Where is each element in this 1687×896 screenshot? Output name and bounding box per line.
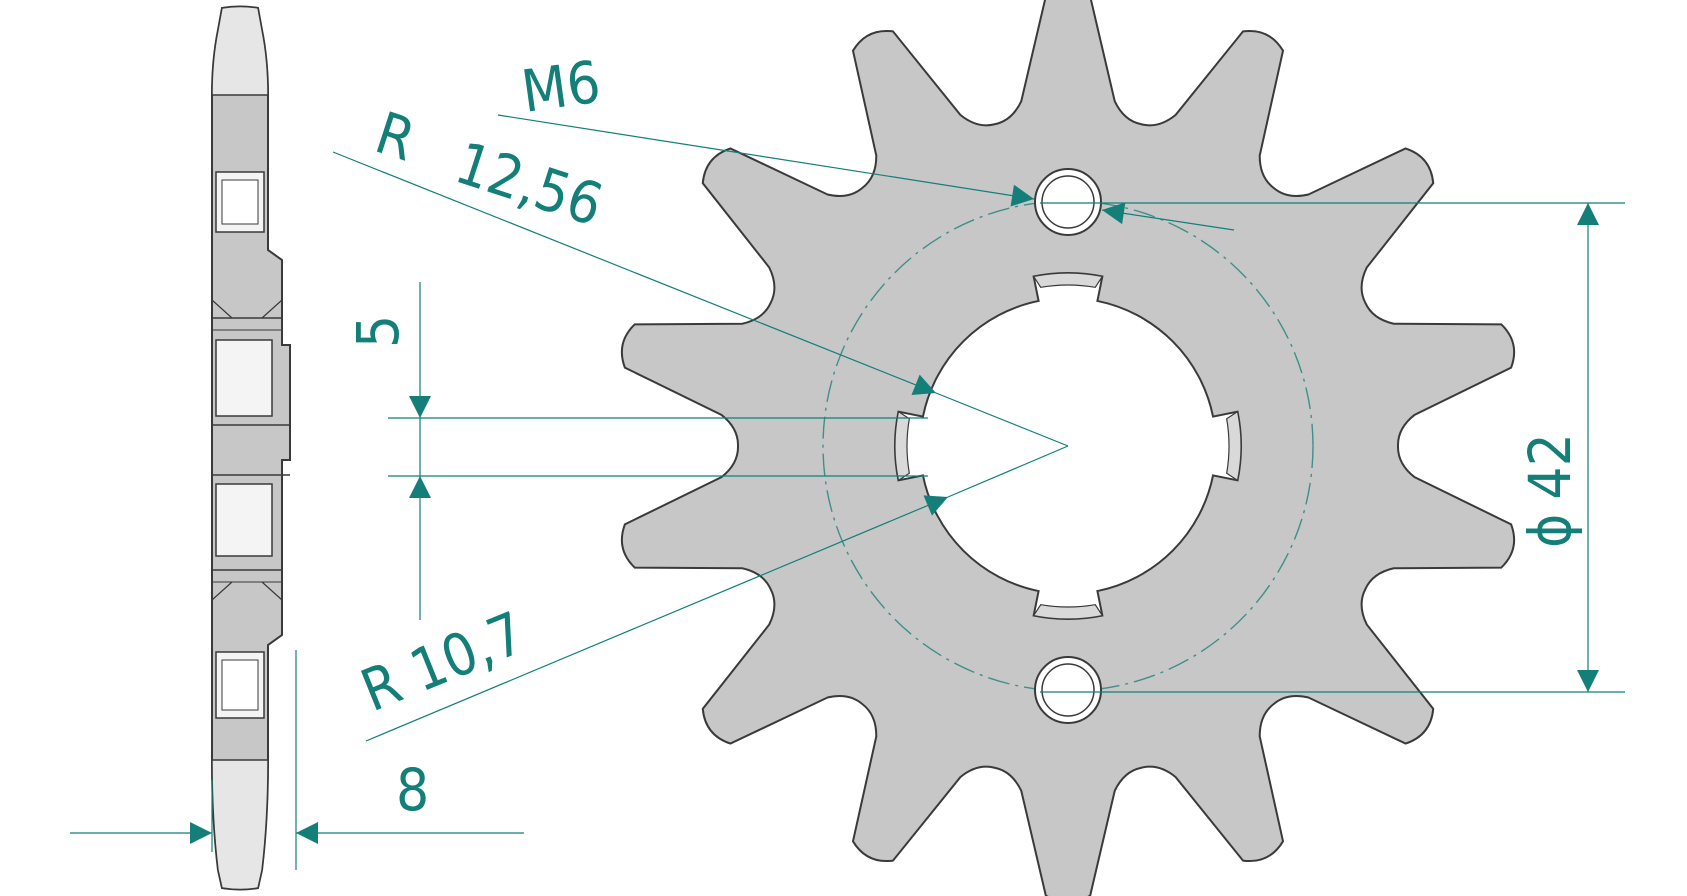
diameter-symbol: ϕ <box>1516 514 1584 548</box>
spline-key-chamfer <box>1032 604 1104 620</box>
thread-label: M6 <box>517 48 604 126</box>
bolt-circle-value: 42 <box>1516 433 1584 499</box>
spline-key-chamfer <box>894 410 910 482</box>
thickness-dimension <box>70 650 524 870</box>
svg-text:ϕ42: ϕ 42 <box>1516 433 1584 548</box>
bolt-circle-dimension: ϕ 42 <box>1040 203 1625 693</box>
spline-width-dimension: 5 <box>344 282 928 620</box>
outer-radius-prefix: R <box>368 99 423 175</box>
inner-radius-label: R 10,7 <box>352 599 534 725</box>
spline-key-chamfer <box>1032 272 1104 288</box>
spline-shading <box>894 272 1242 620</box>
side-view-profile <box>211 5 291 891</box>
thickness-label: 8 <box>396 756 429 824</box>
outer-radius-value: 12,56 <box>448 129 611 240</box>
side-view <box>211 5 291 891</box>
bolt-hole-bottom <box>1034 656 1102 724</box>
spline-width-label: 5 <box>344 315 412 348</box>
front-view <box>620 0 1516 896</box>
thread-dimension: M6 <box>497 48 1625 231</box>
bolt-hole-top <box>1034 168 1102 236</box>
spline-key-chamfer <box>1226 410 1242 482</box>
